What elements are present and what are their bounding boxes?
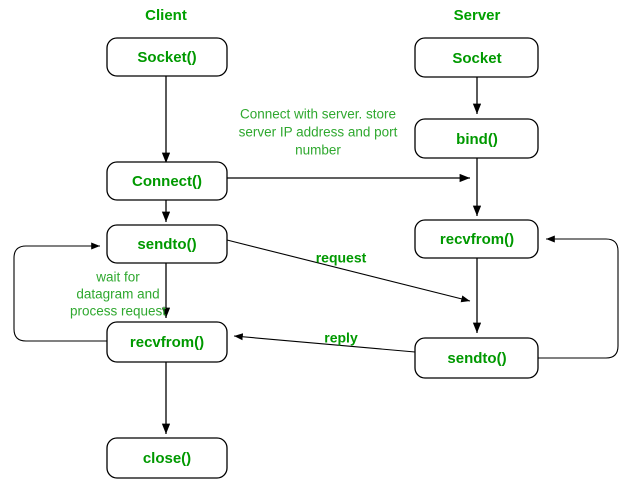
box-server-sendto-label: sendto() [447,350,506,367]
column-header-server: Server [454,7,501,24]
flow-label-reply: reply [324,330,358,346]
box-server-sendto[interactable]: sendto() [414,337,539,379]
box-client-connect[interactable]: Connect() [106,161,228,201]
note-wait-line-2: datagram and [76,287,159,302]
note-connect-line-1: Connect with server. store [240,107,396,122]
box-outline [106,37,228,77]
box-client-recvfrom-label: recvfrom() [130,334,204,351]
note-connect-line-2: server IP address and port [239,125,398,140]
box-client-sendto[interactable]: sendto() [106,224,228,264]
box-outline [106,161,228,201]
note-wait-line-1: wait for [95,270,140,285]
edge-reply-server-to-client [233,333,416,353]
note-connect-line-3: number [295,143,341,158]
note-connect: Connect with server. store server IP add… [239,107,398,158]
column-header-client: Client [145,7,187,24]
box-outline [106,224,228,264]
box-outline [106,321,228,363]
box-server-socket-label: Socket [452,50,501,67]
box-client-socket[interactable]: Socket() [106,37,228,77]
note-wait-line-3: process request [70,304,166,319]
box-client-close-label: close() [143,450,191,467]
box-client-sendto-label: sendto() [137,236,196,253]
box-outline [414,118,539,159]
box-server-socket[interactable]: Socket [414,37,539,78]
box-outline [414,37,539,78]
box-server-bind[interactable]: bind() [414,118,539,159]
box-outline [414,337,539,379]
box-outline [106,437,228,479]
box-client-recvfrom[interactable]: recvfrom() [106,321,228,363]
box-server-recvfrom[interactable]: recvfrom() [414,219,539,259]
box-client-connect-label: Connect() [132,173,202,190]
edge-request-client-to-server [226,239,471,303]
box-server-recvfrom-label: recvfrom() [440,231,514,248]
note-wait: wait for datagram and process request [70,270,166,319]
edge-server-loop-sendto-to-recvfrom [538,235,619,359]
edge-client-loop-recvfrom-to-sendto [13,242,107,342]
box-outline [414,219,539,259]
flow-label-request: request [316,250,367,266]
box-client-close[interactable]: close() [106,437,228,479]
box-server-bind-label: bind() [456,131,498,148]
box-client-socket-label: Socket() [137,49,196,66]
